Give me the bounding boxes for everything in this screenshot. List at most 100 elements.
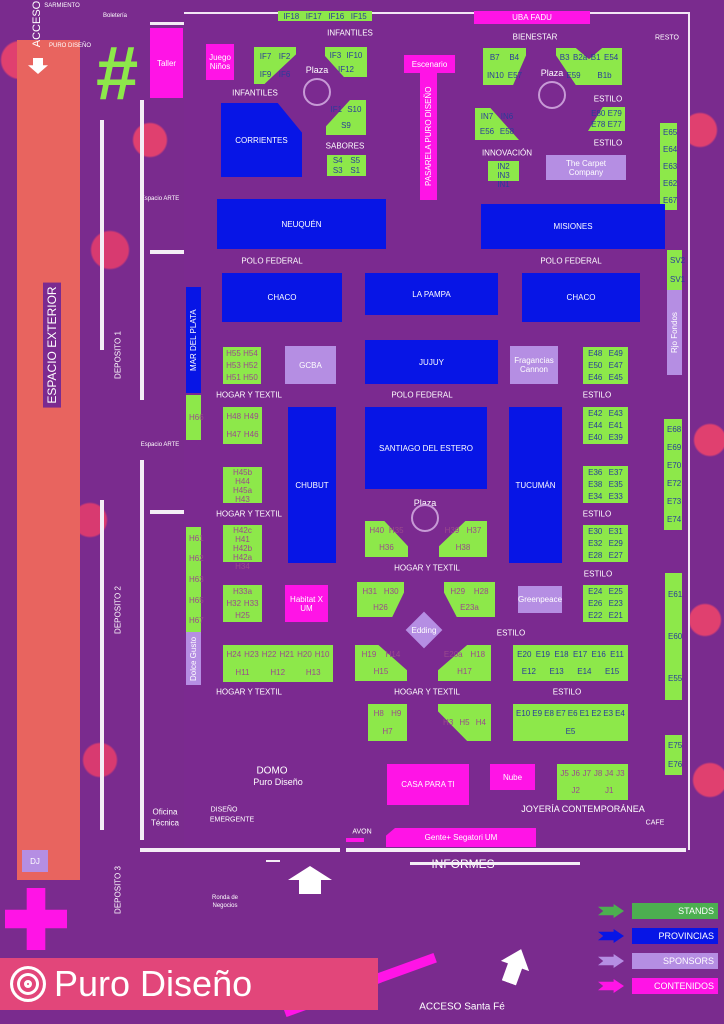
booth-code: H29	[450, 586, 466, 596]
booth-chaco1[interactable]: CHACO	[222, 273, 342, 322]
booth-santiago[interactable]: SANTIAGO DEL ESTERO	[365, 407, 487, 489]
booth-escenario[interactable]: Escenario	[404, 55, 455, 73]
booth-carpet[interactable]: The Carpet Company	[546, 155, 626, 180]
label-ronda2: Negocios	[212, 903, 238, 909]
legend-label: CONTENIDOS	[632, 978, 718, 994]
booth-fragancias[interactable]: Fragancias Cannon	[510, 346, 558, 384]
booth-code: H22	[261, 650, 277, 660]
booth-neuquen[interactable]: NEUQUÉN	[217, 199, 386, 249]
booth-chubut[interactable]: CHUBUT	[288, 407, 336, 563]
booth-avon-bar[interactable]	[346, 838, 364, 842]
pink-cross-icon	[5, 888, 67, 950]
booth-code: CORRIENTES	[235, 135, 288, 145]
booth-habitat[interactable]: Habitat X UM	[285, 585, 328, 622]
label-polo3: POLO FEDERAL	[391, 390, 453, 400]
booth-code: S1	[350, 165, 361, 175]
booth-tucuman[interactable]: TUCUMÁN	[509, 407, 562, 563]
booth-juego[interactable]: Juego Niños	[206, 44, 234, 80]
booth-code: E24	[588, 587, 603, 597]
booth-code: E77	[607, 120, 622, 129]
label-exterior: ESPACIO EXTERIOR	[43, 282, 61, 408]
booth-corrientes[interactable]: CORRIENTES	[221, 103, 302, 177]
booth-code: E21	[608, 610, 623, 620]
booth-gcba[interactable]: GCBA	[285, 346, 336, 384]
booth-pasarela[interactable]: PASARELA PURO DISEÑO	[420, 73, 437, 200]
booth-lapampa[interactable]: LA PAMPA	[365, 273, 498, 315]
booth-taller[interactable]: Taller	[150, 28, 183, 98]
booth-code: E75	[668, 741, 683, 750]
booth-code: H37	[466, 526, 482, 535]
legend-arrow-icon	[598, 979, 624, 993]
booth-rjo[interactable]: Rjo Fondos	[667, 290, 682, 375]
booth-code: E63	[663, 162, 678, 171]
booth-h66[interactable]: H66	[186, 395, 204, 440]
booth-code: IF18	[283, 12, 300, 21]
booth-code: E48	[588, 349, 603, 359]
booth-code: H32	[226, 598, 242, 608]
booth-code: IF2	[278, 52, 291, 62]
entrance-santafe-arrow-icon	[495, 944, 536, 988]
booth-code: IN7	[480, 112, 494, 121]
label-sabores: SABORES	[325, 141, 365, 151]
booth-code: J6	[571, 769, 580, 778]
booth-code: J2	[571, 786, 580, 795]
booth-code: J1	[605, 786, 614, 795]
booth-dj[interactable]: DJ	[22, 850, 48, 872]
booth-mdp[interactable]: MAR DEL PLATA	[186, 287, 201, 393]
booth-misiones[interactable]: MISIONES	[481, 204, 665, 249]
booth-nube[interactable]: Nube	[490, 764, 535, 790]
label-deposito3: DEPOSITO 3	[113, 866, 123, 914]
booth-jujuy[interactable]: JUJUY	[365, 340, 498, 384]
legend-item: SPONSORS	[598, 953, 718, 969]
booth-dolce[interactable]: Dolce Gusto	[186, 632, 201, 685]
booth-code: E18	[554, 650, 569, 659]
booth-greenpeace[interactable]: Greenpeace	[518, 586, 562, 613]
booth-code: H15	[373, 667, 389, 676]
booth-chaco2[interactable]: CHACO	[522, 273, 640, 322]
booth-casa[interactable]: CASA PARA TI	[387, 764, 469, 805]
booth-code: E54	[604, 53, 619, 63]
booth-code: IF6	[278, 69, 291, 79]
booth-code: E31	[608, 527, 623, 537]
